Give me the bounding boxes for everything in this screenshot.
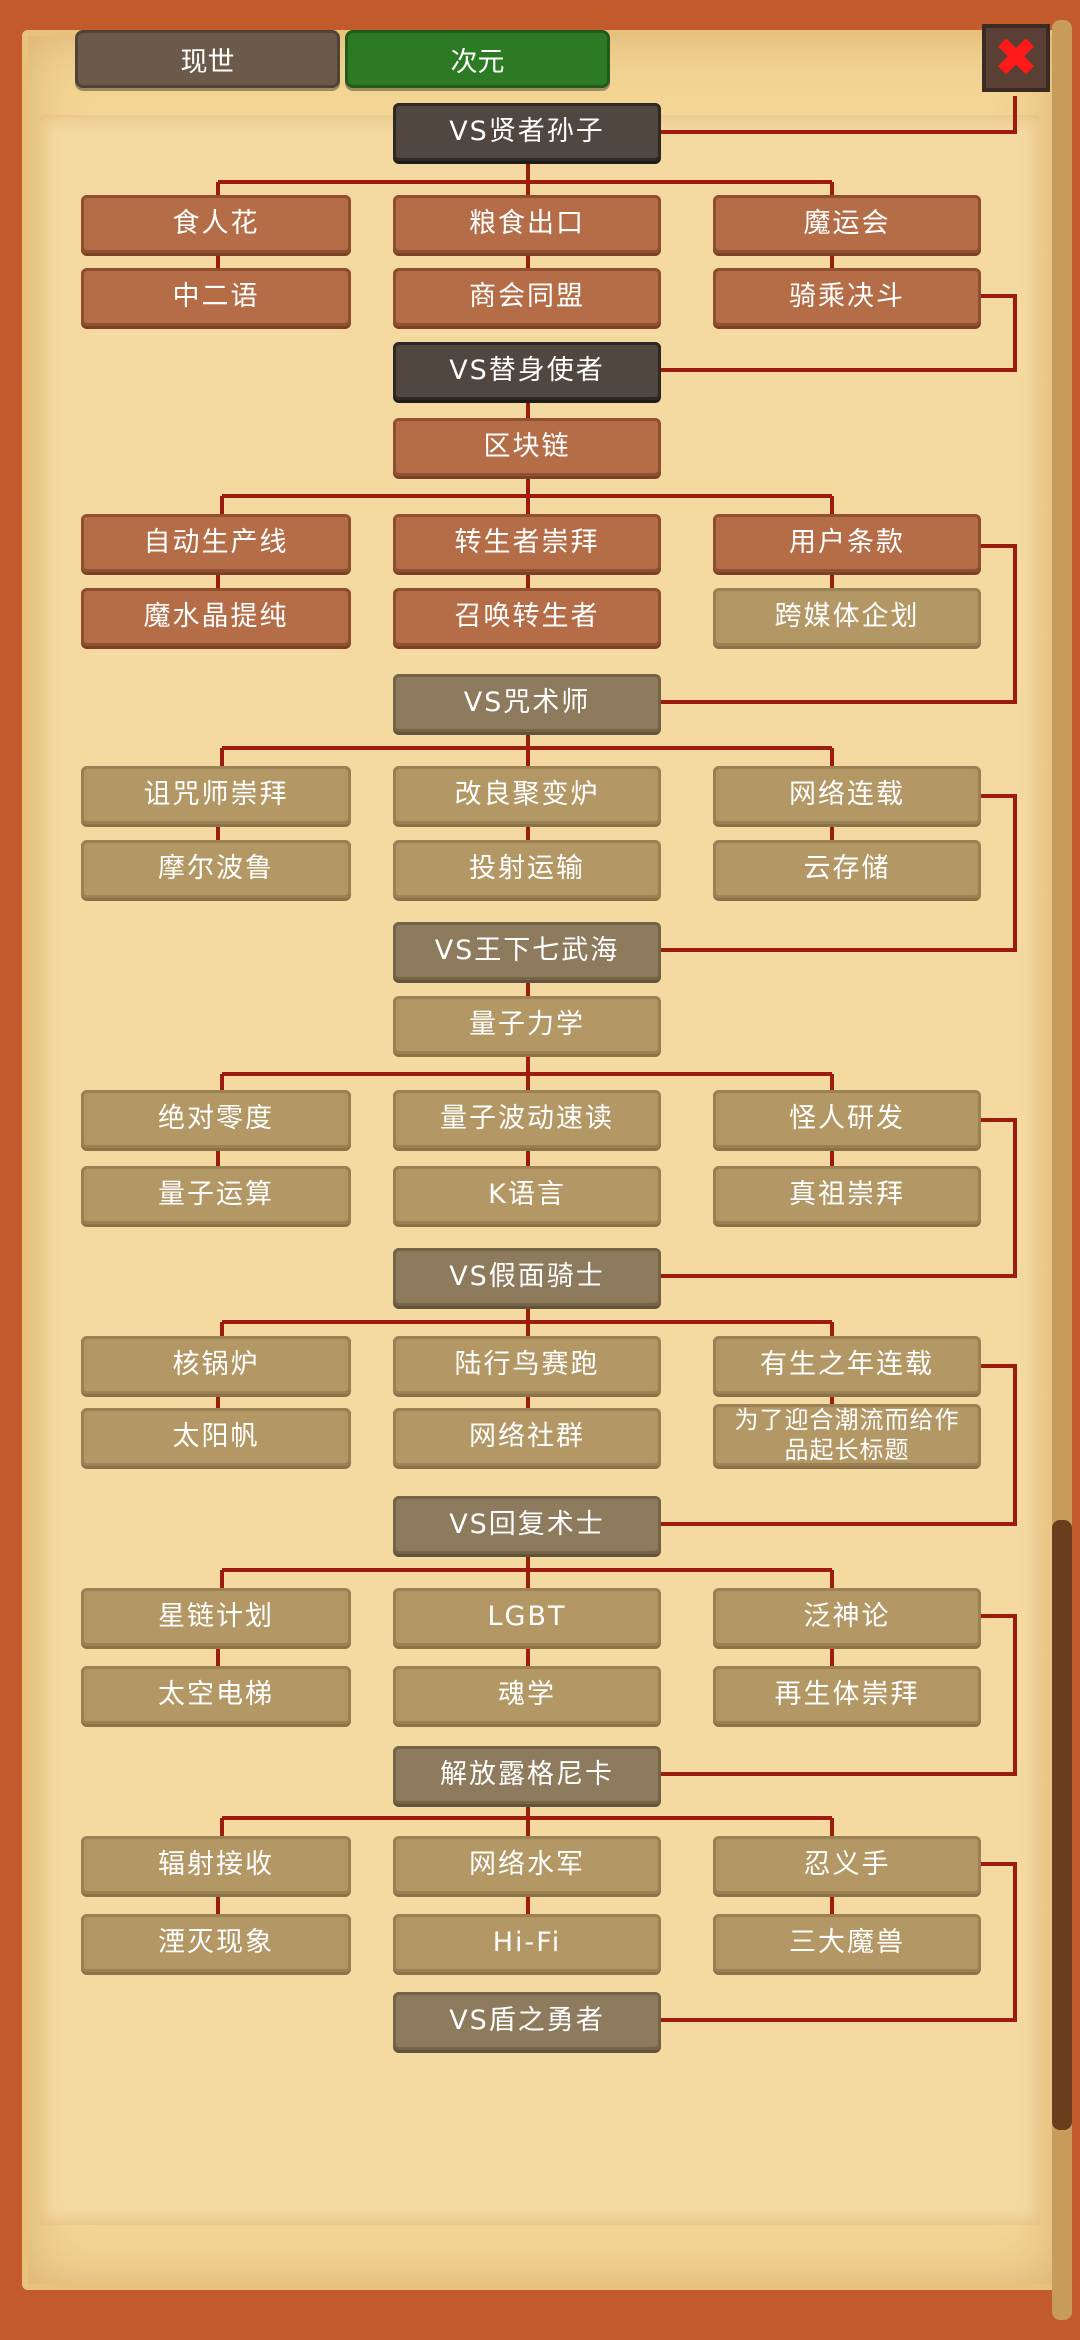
tech-node[interactable]: 量子运算	[81, 1166, 351, 1224]
tech-node[interactable]: 骑乘决斗	[713, 268, 981, 326]
tech-node[interactable]: 量子波动速读	[393, 1090, 661, 1148]
tech-node[interactable]: 怪人研发	[713, 1090, 981, 1148]
tech-node[interactable]: 商会同盟	[393, 268, 661, 326]
tech-node[interactable]: 三大魔兽	[713, 1914, 981, 1972]
tech-node[interactable]: 中二语	[81, 268, 351, 326]
tech-node[interactable]: 再生体崇拜	[713, 1666, 981, 1724]
tech-node[interactable]: 云存储	[713, 840, 981, 898]
tech-node[interactable]: 有生之年连载	[713, 1336, 981, 1394]
tech-node[interactable]: 魔运会	[713, 195, 981, 253]
tech-node[interactable]: LGBT	[393, 1588, 661, 1646]
tech-node[interactable]: 区块链	[393, 418, 661, 476]
tech-node[interactable]: 食人花	[81, 195, 351, 253]
tech-node[interactable]: 忍义手	[713, 1836, 981, 1894]
boss-node-stand-user[interactable]: VS替身使者	[393, 342, 661, 400]
boss-node-warlords[interactable]: VS王下七武海	[393, 922, 661, 980]
tech-node[interactable]: 网络水军	[393, 1836, 661, 1894]
tech-node[interactable]: 为了迎合潮流而给作品起长标题	[713, 1404, 981, 1466]
tech-node[interactable]: 量子力学	[393, 996, 661, 1054]
tech-node[interactable]: Hi-Fi	[393, 1914, 661, 1972]
tech-node[interactable]: 转生者崇拜	[393, 514, 661, 572]
tech-node[interactable]: 粮食出口	[393, 195, 661, 253]
boss-node-kamen-rider[interactable]: VS假面骑士	[393, 1248, 661, 1306]
tech-node[interactable]: 跨媒体企划	[713, 588, 981, 646]
tech-node[interactable]: 太阳帆	[81, 1408, 351, 1466]
tab-dimension[interactable]: 次元	[345, 30, 610, 88]
close-icon[interactable]: ✖	[982, 24, 1050, 92]
tech-node[interactable]: 绝对零度	[81, 1090, 351, 1148]
tech-node[interactable]: 湮灭现象	[81, 1914, 351, 1972]
scrollbar-thumb[interactable]	[1052, 1520, 1072, 2130]
tech-node[interactable]: 用户条款	[713, 514, 981, 572]
tech-node[interactable]: 诅咒师崇拜	[81, 766, 351, 824]
tech-node[interactable]: 网络社群	[393, 1408, 661, 1466]
tech-node[interactable]: 泛神论	[713, 1588, 981, 1646]
boss-node-shield-hero[interactable]: VS盾之勇者	[393, 1992, 661, 2050]
tech-node[interactable]: 投射运输	[393, 840, 661, 898]
tech-node[interactable]: 辐射接收	[81, 1836, 351, 1894]
tech-node[interactable]: 真祖崇拜	[713, 1166, 981, 1224]
tech-node[interactable]: 太空电梯	[81, 1666, 351, 1724]
tech-node[interactable]: K语言	[393, 1166, 661, 1224]
tech-node[interactable]: 网络连载	[713, 766, 981, 824]
tech-node[interactable]: 核锅炉	[81, 1336, 351, 1394]
tech-node[interactable]: 陆行鸟赛跑	[393, 1336, 661, 1394]
tech-node[interactable]: 魔水晶提纯	[81, 588, 351, 646]
boss-node-sorcerer[interactable]: VS咒术师	[393, 674, 661, 732]
tech-node[interactable]: 星链计划	[81, 1588, 351, 1646]
tech-node[interactable]: 魂学	[393, 1666, 661, 1724]
tech-node[interactable]: 摩尔波鲁	[81, 840, 351, 898]
tab-reality[interactable]: 现世	[75, 30, 340, 88]
tech-node[interactable]: 自动生产线	[81, 514, 351, 572]
boss-node-healer[interactable]: VS回复术士	[393, 1496, 661, 1554]
boss-node-sage-grandson[interactable]: VS贤者孙子	[393, 103, 661, 161]
tech-node[interactable]: 改良聚变炉	[393, 766, 661, 824]
tech-node[interactable]: 召唤转生者	[393, 588, 661, 646]
boss-node-lugunica[interactable]: 解放露格尼卡	[393, 1746, 661, 1804]
